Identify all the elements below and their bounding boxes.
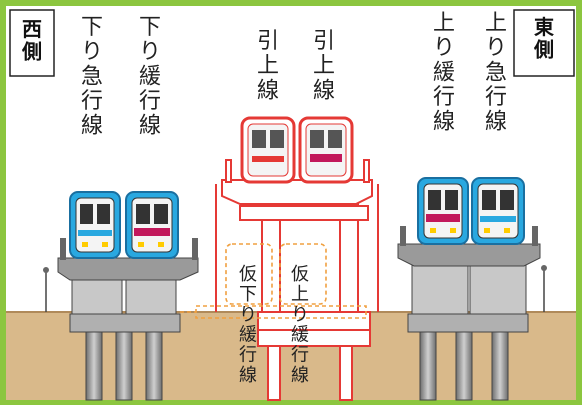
train-siding-2 (298, 116, 354, 184)
train-up-express (471, 177, 525, 245)
train-up-local (417, 177, 469, 245)
label-up-express: 上り急行線 (485, 11, 507, 135)
label-down-local: 下り緩行線 (139, 15, 161, 139)
east-label: 東側 (533, 15, 554, 61)
west-label: 西側 (21, 17, 42, 63)
train-siding-1 (240, 116, 296, 184)
label-temp-down-local: 仮下り緩行線 (239, 264, 257, 386)
west-viaduct (43, 238, 199, 401)
label-siding-1: 引上線 (257, 29, 279, 103)
label-up-local: 上り緩行線 (433, 11, 455, 135)
east-viaduct (397, 226, 547, 401)
temporary-tracks (180, 243, 367, 319)
east-label-box: 東側 (513, 9, 575, 77)
label-temp-up-local: 仮上り緩行線 (291, 264, 309, 386)
train-down-express (69, 191, 121, 259)
label-down-express: 下り急行線 (81, 15, 103, 139)
west-label-box: 西側 (9, 9, 55, 77)
label-siding-2: 引上線 (313, 29, 335, 103)
train-down-local (125, 191, 179, 259)
